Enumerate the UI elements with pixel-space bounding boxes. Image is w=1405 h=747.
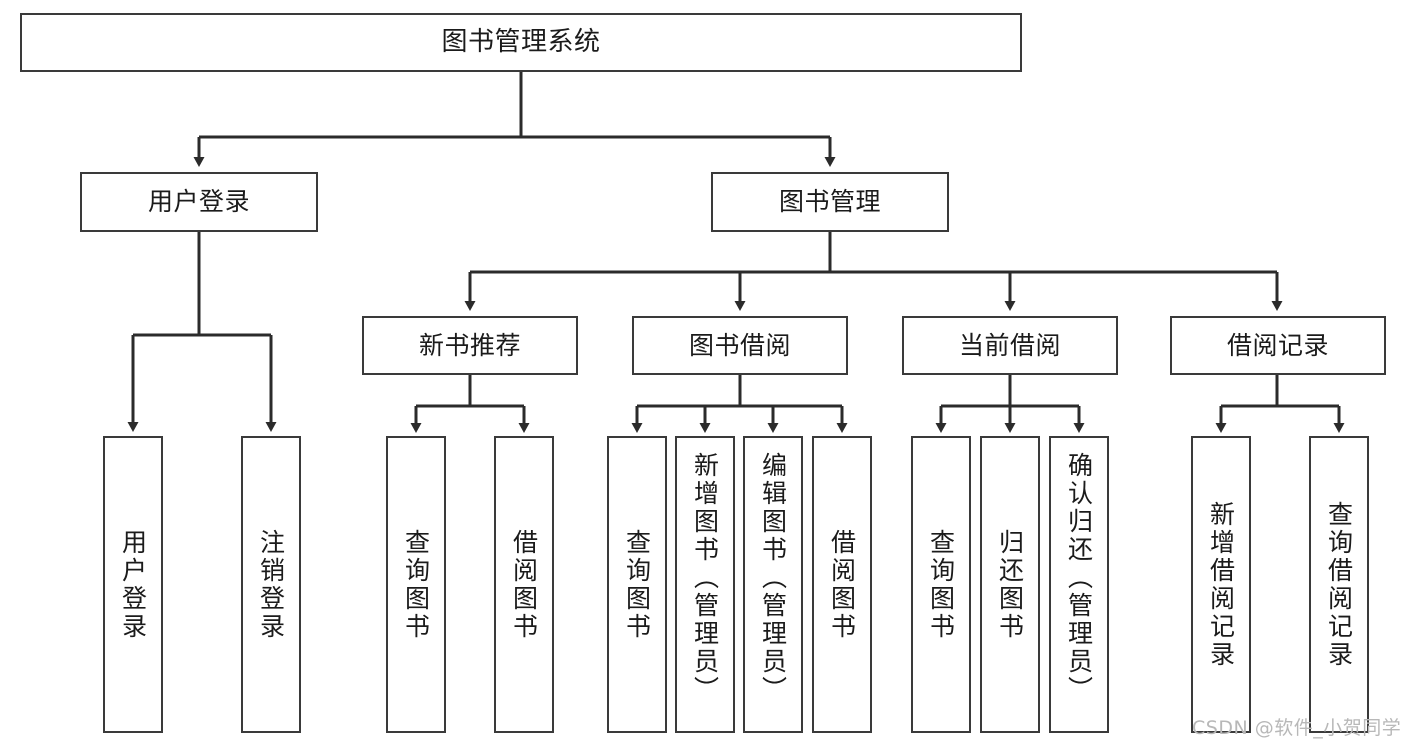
node-root-label: 图书管理系统 — [441, 27, 601, 58]
node-leaf-query-book-1-label: 查询图书 — [401, 528, 431, 641]
node-leaf-query-borrow-record-label: 查询借阅记录 — [1324, 500, 1354, 669]
node-book-management[interactable]: 图书管理 — [711, 172, 949, 232]
node-new-book-recommend[interactable]: 新书推荐 — [362, 316, 578, 375]
watermark: CSDN @软件_小贺同学 — [1192, 717, 1402, 739]
node-leaf-query-book-2[interactable]: 查询图书 — [607, 436, 667, 733]
node-leaf-user-login-label: 用户登录 — [118, 528, 148, 641]
node-user-login-label: 用户登录 — [147, 187, 250, 217]
node-leaf-query-book-3[interactable]: 查询图书 — [911, 436, 971, 733]
node-leaf-edit-book-admin[interactable]: 编辑图书（管理员） — [743, 436, 803, 733]
node-current-borrow-label: 当前借阅 — [958, 330, 1061, 360]
node-book-borrow-label: 图书借阅 — [688, 330, 791, 360]
node-user-login[interactable]: 用户登录 — [80, 172, 318, 232]
node-leaf-return-book[interactable]: 归还图书 — [980, 436, 1040, 733]
node-leaf-return-book-label: 归还图书 — [995, 528, 1025, 641]
node-leaf-borrow-book-1[interactable]: 借阅图书 — [494, 436, 554, 733]
node-leaf-logout-login-label: 注销登录 — [256, 528, 286, 641]
node-leaf-add-book-admin-label: 新增图书（管理员） — [690, 452, 720, 704]
node-leaf-user-login[interactable]: 用户登录 — [103, 436, 163, 733]
node-leaf-edit-book-admin-label: 编辑图书（管理员） — [758, 452, 788, 704]
node-leaf-query-book-1[interactable]: 查询图书 — [386, 436, 446, 733]
node-leaf-add-book-admin[interactable]: 新增图书（管理员） — [675, 436, 735, 733]
node-leaf-query-book-3-label: 查询图书 — [926, 528, 956, 641]
node-leaf-borrow-book-1-label: 借阅图书 — [509, 528, 539, 641]
node-leaf-add-borrow-record[interactable]: 新增借阅记录 — [1191, 436, 1251, 733]
node-borrow-record[interactable]: 借阅记录 — [1170, 316, 1386, 375]
node-book-management-label: 图书管理 — [778, 187, 881, 217]
node-leaf-confirm-return-admin-label: 确认归还（管理员） — [1064, 452, 1094, 704]
node-leaf-borrow-book-2[interactable]: 借阅图书 — [812, 436, 872, 733]
node-leaf-query-book-2-label: 查询图书 — [622, 528, 652, 641]
node-new-book-recommend-label: 新书推荐 — [418, 330, 521, 360]
node-leaf-confirm-return-admin[interactable]: 确认归还（管理员） — [1049, 436, 1109, 733]
node-leaf-query-borrow-record[interactable]: 查询借阅记录 — [1309, 436, 1369, 733]
node-leaf-logout-login[interactable]: 注销登录 — [241, 436, 301, 733]
node-leaf-add-borrow-record-label: 新增借阅记录 — [1206, 500, 1236, 669]
node-root[interactable]: 图书管理系统 — [20, 13, 1022, 72]
node-current-borrow[interactable]: 当前借阅 — [902, 316, 1118, 375]
node-leaf-borrow-book-2-label: 借阅图书 — [827, 528, 857, 641]
node-borrow-record-label: 借阅记录 — [1226, 330, 1329, 360]
node-book-borrow[interactable]: 图书借阅 — [632, 316, 848, 375]
